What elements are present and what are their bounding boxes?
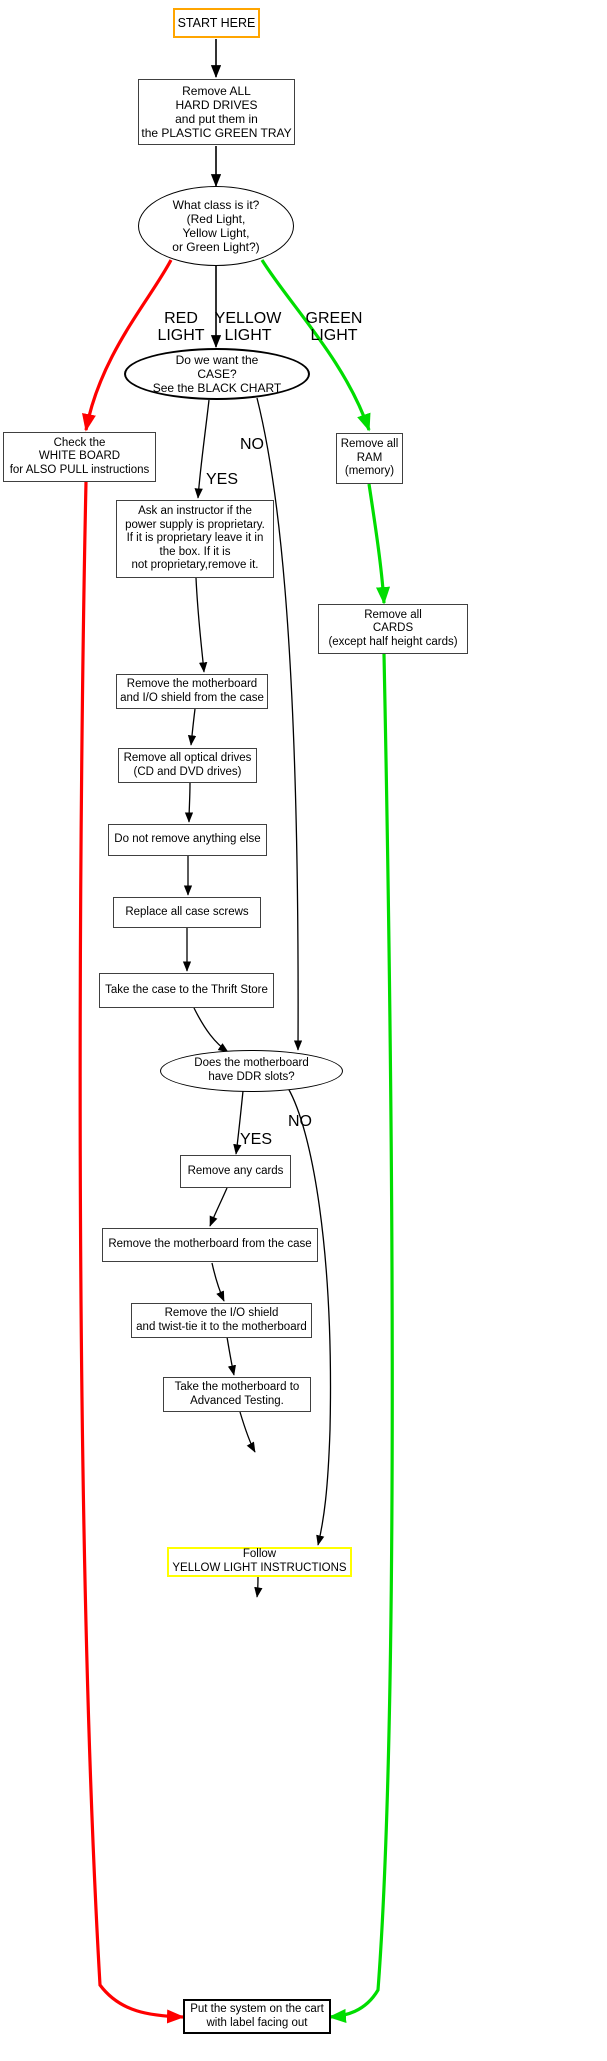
node-label: Do we want the CASE? See the BLACK CHART xyxy=(152,352,282,396)
edge-label-red-light: RED LIGHT xyxy=(152,292,210,345)
node-label: Remove the motherboard from the case xyxy=(108,1238,312,1251)
node-do-not-remove-anything-else[interactable]: Do not remove anything else xyxy=(108,824,267,856)
node-do-we-want-case[interactable]: Do we want the CASE? See the BLACK CHART xyxy=(124,348,310,400)
node-take-case-thrift-store[interactable]: Take the case to the Thrift Store xyxy=(99,973,274,1008)
node-label: Take the motherboard to Advanced Testing… xyxy=(174,1380,300,1407)
node-label: Remove all CARDS (except half height car… xyxy=(328,608,458,648)
node-label: Remove the I/O shield and twist-tie it t… xyxy=(136,1306,307,1333)
edge-label-text: NO xyxy=(240,435,264,453)
node-remove-motherboard-from-case[interactable]: Remove the motherboard from the case xyxy=(102,1228,318,1262)
edge-label-green-light: GREEN LIGHT xyxy=(300,292,368,345)
node-take-motherboard-advanced-testing[interactable]: Take the motherboard to Advanced Testing… xyxy=(163,1377,311,1412)
edge-label-text: RED LIGHT xyxy=(157,309,205,345)
node-label: Ask an instructor if the power supply is… xyxy=(125,505,265,572)
node-follow-yellow-light-instructions[interactable]: Follow YELLOW LIGHT INSTRUCTIONS xyxy=(167,1547,352,1577)
node-does-motherboard-have-ddr[interactable]: Does the motherboard have DDR slots? xyxy=(160,1050,343,1092)
node-remove-optical-drives[interactable]: Remove all optical drives (CD and DVD dr… xyxy=(118,748,257,783)
edge-label-text: YELLOW LIGHT xyxy=(214,309,282,345)
edge-label-yellow-light: YELLOW LIGHT xyxy=(212,292,284,345)
node-label: Does the motherboard have DDR slots? xyxy=(194,1057,309,1083)
node-label: What class is it? (Red Light, Yellow Lig… xyxy=(172,197,260,255)
node-label: Do not remove anything else xyxy=(114,833,261,846)
node-label: Remove all optical drives (CD and DVD dr… xyxy=(123,751,252,778)
node-remove-any-cards[interactable]: Remove any cards xyxy=(180,1155,291,1188)
edge-label-text: GREEN LIGHT xyxy=(305,309,363,345)
edge-label-case-no: NO xyxy=(237,418,267,453)
node-label: START HERE xyxy=(177,15,256,30)
edge-label-ddr-yes: YES xyxy=(239,1113,273,1148)
edge-label-text: YES xyxy=(239,1130,272,1148)
node-label: Remove ALL HARD DRIVES and put them in t… xyxy=(141,83,292,141)
node-label: Take the case to the Thrift Store xyxy=(105,983,268,996)
node-label: Remove the motherboard and I/O shield fr… xyxy=(120,677,264,704)
node-label: Remove any cards xyxy=(187,1164,284,1177)
node-ask-instructor-power-supply[interactable]: Ask an instructor if the power supply is… xyxy=(116,500,274,578)
edge-label-ddr-no: NO xyxy=(285,1095,315,1130)
node-what-class[interactable]: What class is it? (Red Light, Yellow Lig… xyxy=(138,186,294,266)
edge-label-text: YES xyxy=(205,470,238,488)
node-label: Put the system on the cart with label fa… xyxy=(190,2002,324,2029)
node-start-here[interactable]: START HERE xyxy=(173,8,260,38)
node-label: Check the WHITE BOARD for ALSO PULL inst… xyxy=(9,436,150,476)
node-replace-case-screws[interactable]: Replace all case screws xyxy=(113,897,261,928)
node-remove-hard-drives[interactable]: Remove ALL HARD DRIVES and put them in t… xyxy=(138,79,295,145)
node-remove-io-shield-twist-tie[interactable]: Remove the I/O shield and twist-tie it t… xyxy=(131,1303,312,1338)
node-check-whiteboard[interactable]: Check the WHITE BOARD for ALSO PULL inst… xyxy=(3,432,156,482)
edge-label-case-yes: YES xyxy=(205,453,239,488)
node-remove-ram[interactable]: Remove all RAM (memory) xyxy=(336,433,403,484)
node-label: Replace all case screws xyxy=(125,905,249,918)
node-put-system-on-cart[interactable]: Put the system on the cart with label fa… xyxy=(183,1999,331,2034)
edge-label-text: NO xyxy=(288,1112,312,1130)
node-remove-motherboard-io-shield[interactable]: Remove the motherboard and I/O shield fr… xyxy=(116,674,268,709)
node-label: Remove all RAM (memory) xyxy=(340,438,399,478)
node-remove-cards[interactable]: Remove all CARDS (except half height car… xyxy=(318,604,468,654)
node-label: Follow YELLOW LIGHT INSTRUCTIONS xyxy=(172,1548,347,1574)
